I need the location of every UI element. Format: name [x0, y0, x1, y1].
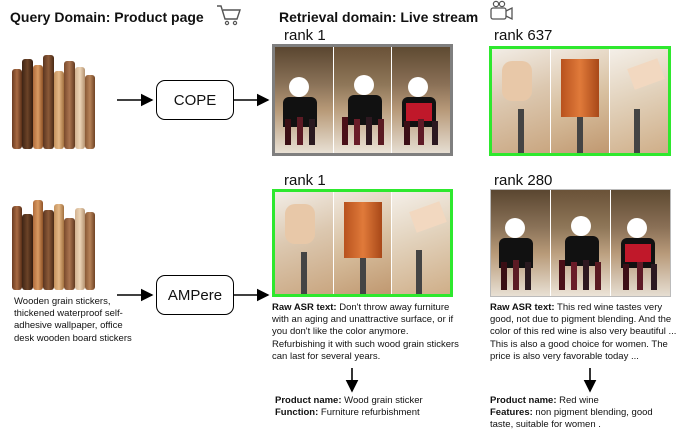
rank-label-top-right: rank 637 — [494, 27, 553, 44]
wood-rolls-image-bottom — [12, 198, 98, 290]
wine-frame — [551, 190, 611, 296]
product-info-left: Product name: Wood grain sticker Functio… — [275, 395, 475, 419]
video-camera-icon — [490, 0, 513, 21]
cope-label: COPE — [173, 91, 217, 109]
wine-frame — [392, 47, 451, 153]
sticker-frame — [275, 192, 334, 294]
features-right: non pigment blending, good taste, suitab… — [490, 407, 653, 431]
rank-label-top-left: rank 1 — [284, 27, 326, 44]
asr-content-right: This red wine tastes very good, not due … — [490, 302, 677, 362]
retrieved-clip-bottom-right — [490, 189, 671, 297]
rank-label-bottom-left: rank 1 — [284, 172, 326, 189]
product-info-right: Product name: Red wine Features: non pig… — [490, 395, 665, 432]
product-name-left: Wood grain sticker — [344, 395, 423, 406]
wine-frame — [333, 47, 393, 153]
function-left: Furniture refurbishment — [320, 407, 420, 419]
sticker-frame — [492, 49, 551, 153]
asr-label-right: Raw ASR text: — [490, 302, 555, 313]
query-domain-header: Query Domain: Product page — [10, 9, 204, 25]
function-label-left: Function: — [275, 407, 319, 419]
sticker-frame — [333, 192, 393, 294]
asr-text-right: Raw ASR text: This red wine tastes very … — [490, 302, 680, 363]
ampere-model-node: AMPere — [156, 275, 234, 315]
sticker-frame — [610, 49, 668, 153]
asr-content-left: Don't throw away furniture with an aging… — [272, 302, 459, 362]
retrieval-domain-title: Retrieval domain: Live stream — [279, 9, 479, 25]
retrieved-clip-top-left — [272, 44, 453, 156]
shopping-cart-icon — [217, 5, 241, 26]
features-label-right: Features: — [490, 407, 533, 419]
product-name-label-left: Product name: — [275, 395, 342, 406]
wood-rolls-image-top — [12, 53, 98, 149]
sticker-frame — [392, 192, 451, 294]
product-title: Wooden grain stickers, thickened waterpr… — [14, 296, 132, 344]
sticker-frame — [551, 49, 610, 153]
retrieved-clip-bottom-left — [272, 189, 453, 297]
product-name-label-right: Product name: — [490, 395, 557, 406]
product-name-right: Red wine — [559, 395, 599, 406]
query-domain-title: Query Domain: Product page — [10, 9, 204, 25]
asr-text-left: Raw ASR text: Don't throw away furniture… — [272, 302, 462, 363]
ampere-label: AMPere — [167, 286, 223, 304]
rank-label-bottom-right: rank 280 — [494, 172, 553, 189]
wine-frame — [491, 190, 551, 296]
cope-model-node: COPE — [156, 80, 234, 120]
wine-frame — [611, 190, 670, 296]
asr-label-left: Raw ASR text: — [272, 302, 337, 313]
wine-frame — [275, 47, 334, 153]
retrieval-domain-header: Retrieval domain: Live stream — [279, 9, 478, 25]
retrieved-clip-top-right — [489, 46, 671, 156]
